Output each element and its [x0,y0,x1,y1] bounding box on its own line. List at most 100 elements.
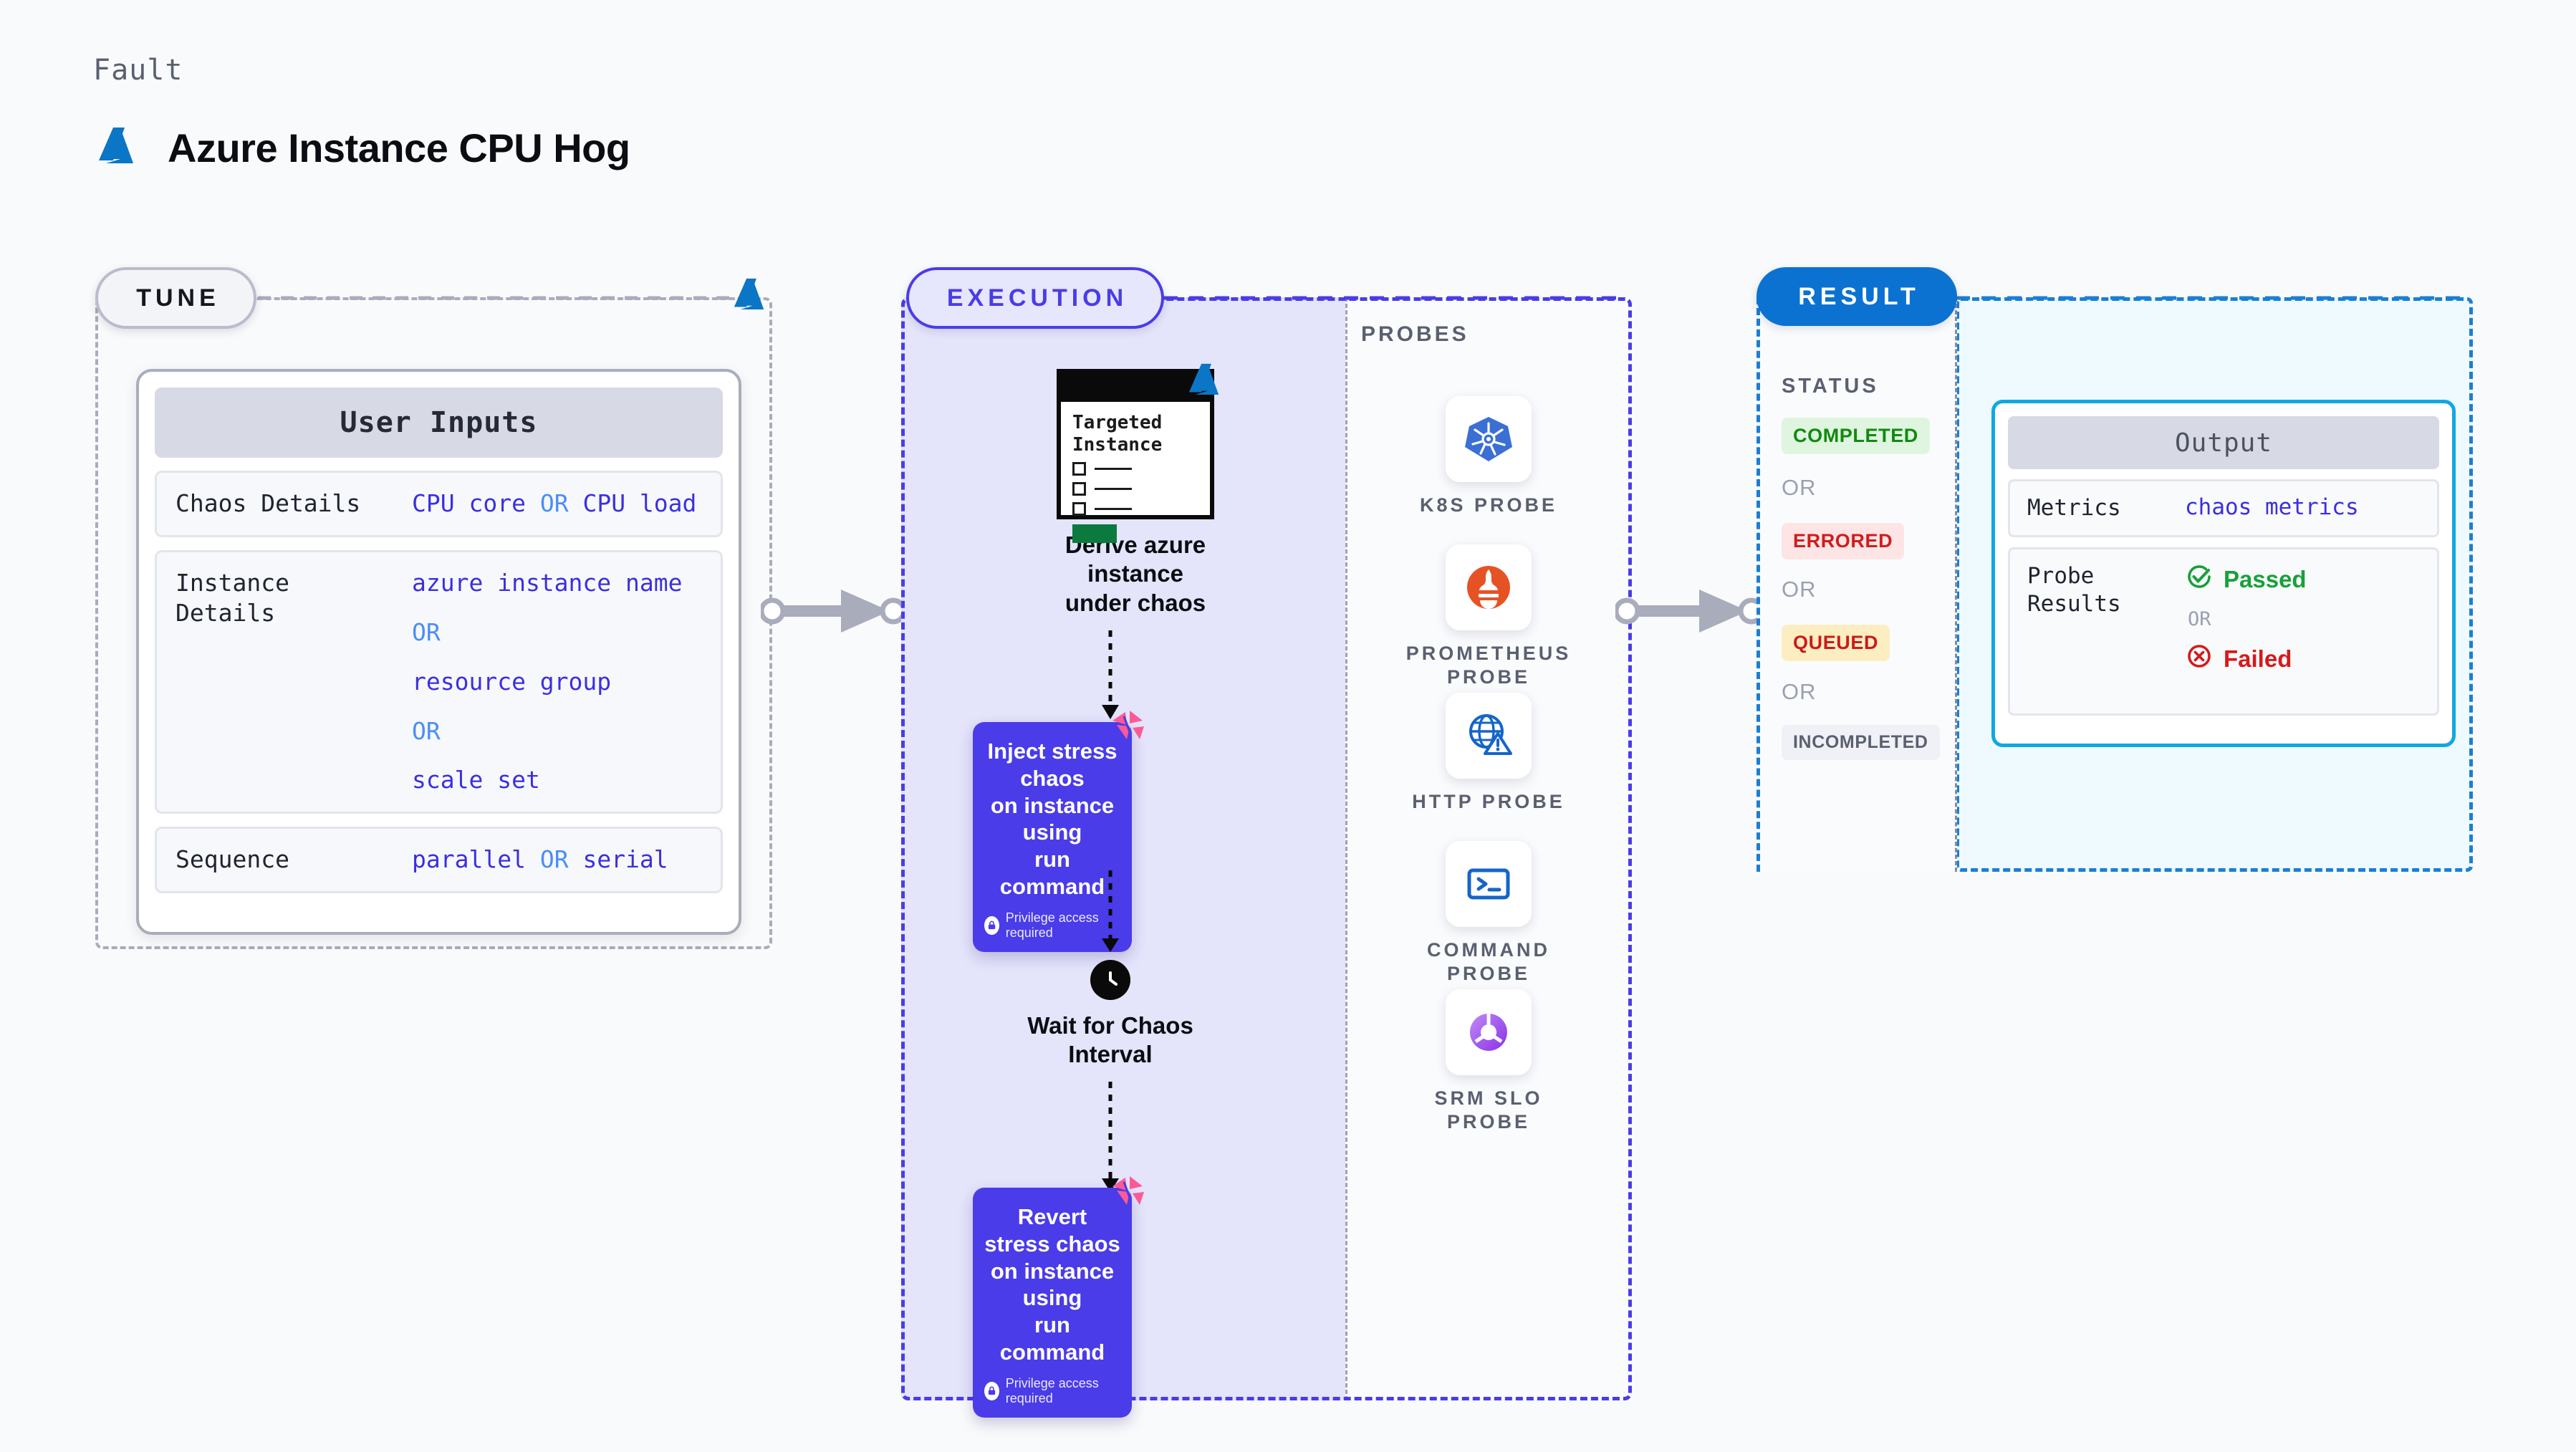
flow-arrow-down [1102,1082,1119,1192]
probe-label-prometheus: PROMETHEUS PROBE [1405,643,1572,688]
revert-stress-box[interactable]: Revert stress chaos on instance using ru… [973,1176,1144,1418]
page-title: Azure Instance CPU Hog [168,125,630,170]
checkbox-icon [1072,502,1086,516]
sequence-option-2: serial [582,845,668,874]
output-value-probe-results: Passed OR Failed [2185,562,2420,676]
litmus-logo-icon [1108,706,1147,749]
input-row-instance-details: Instance Details azure instance name OR … [155,549,723,814]
checklist-item [1072,462,1198,476]
srm-slo-icon [1446,989,1532,1075]
probe-label-srm-slo: SRM SLO PROBE [1434,1087,1543,1133]
kubernetes-icon [1446,396,1532,482]
node-derive-instance: Targeted Instance Derive azure instance … [1042,363,1229,617]
azure-logo-icon [1184,359,1229,407]
tune-azure-logo-icon [729,274,774,322]
chaos-detail-or: OR [539,489,569,517]
output-value-metrics: chaos metrics [2185,494,2359,520]
probe-item-prometheus[interactable]: PROMETHEUS PROBE [1345,544,1632,689]
wait-interval-caption: Wait for Chaos Interval [1027,1012,1193,1068]
input-label-instance-details: Instance Details [176,568,289,628]
targeted-instance-card: Targeted Instance [1057,363,1219,544]
chaos-detail-option-2: CPU load [582,489,697,517]
azure-logo-icon [93,122,145,173]
privilege-note: Privilege access required [984,910,1120,941]
fault-kicker: Fault [93,54,183,87]
page-header: Azure Instance CPU Hog [93,122,630,173]
checkbox-icon [1072,462,1086,476]
status-or-3: OR [1782,679,1817,704]
status-badge-incompleted: INCOMPLETED [1782,725,1940,760]
card-titlebar [1061,373,1210,402]
prometheus-icon [1446,544,1532,630]
placeholder-line [1095,468,1132,471]
output-label-metrics: Metrics [2027,495,2121,521]
status-or-2: OR [1782,577,1817,602]
checkbox-icon [1072,482,1086,496]
status-badge-completed: COMPLETED [1782,418,1930,454]
result-connector-line [1956,296,2469,300]
check-circle-icon [2185,562,2214,597]
arrow-tune-to-execution [761,590,907,633]
execution-badge: EXECUTION [906,267,1164,329]
targeted-instance-title: Targeted Instance [1072,412,1163,456]
probe-result-or: OR [2188,608,2211,631]
failed-label: Failed [2224,645,2292,673]
privilege-text: Privilege access required [1005,1375,1099,1405]
probe-item-k8s[interactable]: K8S PROBE [1345,396,1632,517]
revert-stress-text: Revert stress chaos on instance using ru… [984,1204,1120,1365]
probe-result-failed: Failed [2185,642,2420,676]
probes-title: PROBES [1361,322,1469,346]
output-row-metrics: Metrics chaos metrics [2008,479,2439,538]
status-or-1: OR [1782,475,1817,500]
passed-label: Passed [2224,566,2307,593]
privilege-text: Privilege access required [1005,910,1099,940]
litmus-logo-icon [1108,1172,1147,1214]
http-globe-icon [1446,693,1532,779]
probe-result-passed: Passed [2185,562,2420,597]
node-inject-stress: Inject stress chaos on instance using ru… [973,711,1144,952]
execution-connector-line [1163,296,1628,300]
status-title: STATUS [1782,375,1879,398]
flow-arrow-down [1102,870,1119,952]
input-value-chaos-details: CPU core OR CPU load [412,489,702,519]
tune-connector-line [258,296,751,300]
privilege-note: Privilege access required [984,1376,1120,1406]
status-badge-errored: ERRORED [1782,523,1905,559]
probe-item-command[interactable]: COMMAND PROBE [1345,841,1632,986]
checklist-item [1072,502,1198,516]
checklist-item [1072,482,1198,496]
result-badge: RESULT [1756,267,1957,326]
instance-option-2: resource group [412,667,612,696]
derive-instance-caption: Derive azure instance under chaos [1064,532,1206,616]
result-status-column [1756,297,1957,872]
probe-label-http: HTTP PROBE [1412,791,1565,812]
command-terminal-icon [1446,841,1532,927]
sequence-option-1: parallel [412,845,526,874]
instance-or-2: OR [412,716,441,745]
instance-or-1: OR [412,617,441,646]
input-row-sequence: Sequence parallel OR serial [155,827,723,894]
output-label-probe-results: Probe Results [2027,563,2121,617]
output-title: Output [2008,416,2439,469]
output-card: Output Metrics chaos metrics Probe Resul… [1991,400,2456,747]
lock-icon [984,915,999,935]
input-label-chaos-details: Chaos Details [176,489,361,517]
user-inputs-card: User Inputs Chaos Details CPU core OR CP… [136,369,741,935]
input-row-chaos-details: Chaos Details CPU core OR CPU load [155,471,723,537]
flow-arrow-down [1102,630,1119,719]
node-wait-interval: Wait for Chaos Interval [1017,960,1203,1069]
lock-icon [984,1381,999,1400]
inject-stress-box[interactable]: Inject stress chaos on instance using ru… [973,711,1144,952]
clock-icon [1090,960,1130,1000]
placeholder-line [1095,488,1132,491]
input-value-instance-details: azure instance name OR resource group OR… [412,568,702,796]
instance-option-1: azure instance name [412,568,683,597]
instance-option-3: scale set [412,766,540,794]
probe-item-srm-slo[interactable]: SRM SLO PROBE [1345,989,1632,1134]
sequence-or: OR [539,845,569,874]
chaos-detail-option-1: CPU core [412,489,526,517]
probe-item-http[interactable]: HTTP PROBE [1345,693,1632,814]
input-value-sequence: parallel OR serial [412,845,702,875]
node-revert-stress: Revert stress chaos on instance using ru… [973,1176,1144,1418]
